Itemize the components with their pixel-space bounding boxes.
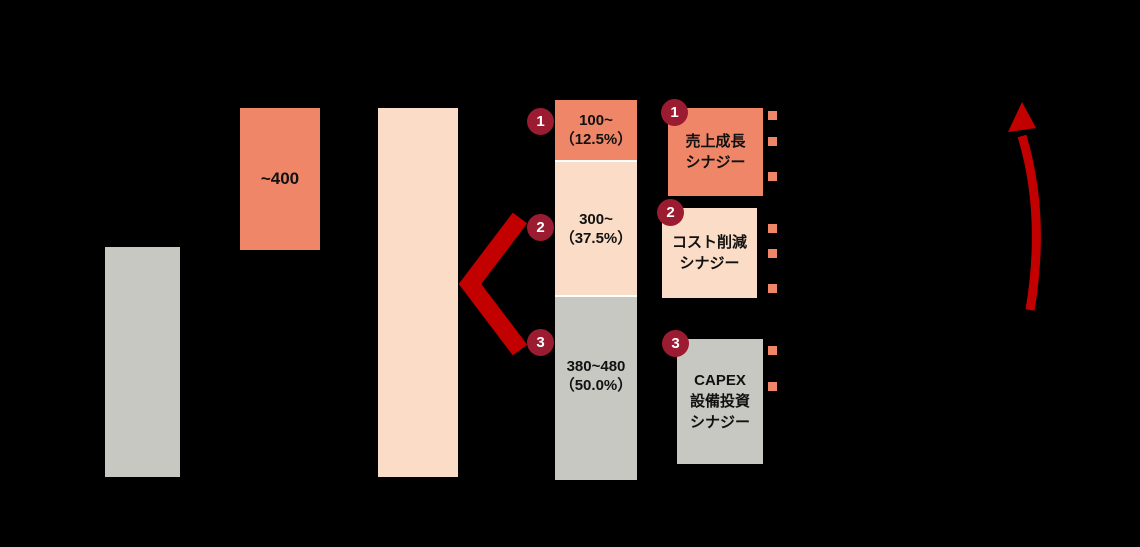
stack-segment-capex-synergy: 380~480 （50.0%） xyxy=(555,295,637,480)
legend-label-line: シナジー xyxy=(685,154,746,171)
badge-3-stack: 3 xyxy=(527,329,554,356)
bullet-marker-icon xyxy=(768,111,777,120)
bullet-marker-icon xyxy=(768,224,777,233)
bullet-marker-icon xyxy=(768,346,777,355)
stacked-bar: 100~ （12.5%） 300~ （37.5%） 380~480 （50.0%… xyxy=(555,100,637,480)
legend-label-line: 設備投資 xyxy=(689,393,750,410)
segment-value: 380~480 xyxy=(566,357,626,375)
badge-2-legend: 2 xyxy=(657,199,684,226)
badge-1-legend: 1 xyxy=(661,99,688,126)
growth-arrow-icon xyxy=(1000,100,1048,320)
stack-segment-revenue-synergy: 100~ （12.5%） xyxy=(555,100,637,160)
legend-label-line: CAPEX xyxy=(694,372,746,389)
legend-box-revenue-synergy: 売上成長 シナジー xyxy=(668,108,763,196)
legend-label-line: コスト削減 xyxy=(671,234,747,251)
legend-label-line: 売上成長 xyxy=(685,133,746,150)
segment-share: （12.5%） xyxy=(559,131,633,148)
stack-segment-cost-synergy: 300~ （37.5%） xyxy=(555,160,637,295)
bullet-marker-icon xyxy=(768,249,777,258)
legend-label-line: シナジー xyxy=(679,255,740,272)
left-chevron-arrow-icon xyxy=(456,208,532,365)
bar-synergy-total-label: ~400 xyxy=(260,169,300,188)
badge-3-legend: 3 xyxy=(662,330,689,357)
segment-share: （50.0%） xyxy=(559,376,633,394)
bullet-marker-icon xyxy=(768,284,777,293)
bullet-marker-icon xyxy=(768,137,777,146)
badge-2-stack: 2 xyxy=(527,214,554,241)
segment-value: 300~ xyxy=(579,210,613,228)
segment-share: （37.5%） xyxy=(559,229,633,247)
bar-synergy-total: ~400 xyxy=(240,108,320,250)
bullet-marker-icon xyxy=(768,172,777,181)
legend-label-line: シナジー xyxy=(689,414,750,431)
badge-1-stack: 1 xyxy=(527,108,554,135)
bullet-marker-icon xyxy=(768,382,777,391)
bar-baseline-gray xyxy=(105,247,180,477)
segment-value: 100~ xyxy=(579,112,613,129)
legend-box-capex-synergy: CAPEX 設備投資 シナジー xyxy=(677,339,763,464)
bar-combined-peach xyxy=(378,108,458,477)
